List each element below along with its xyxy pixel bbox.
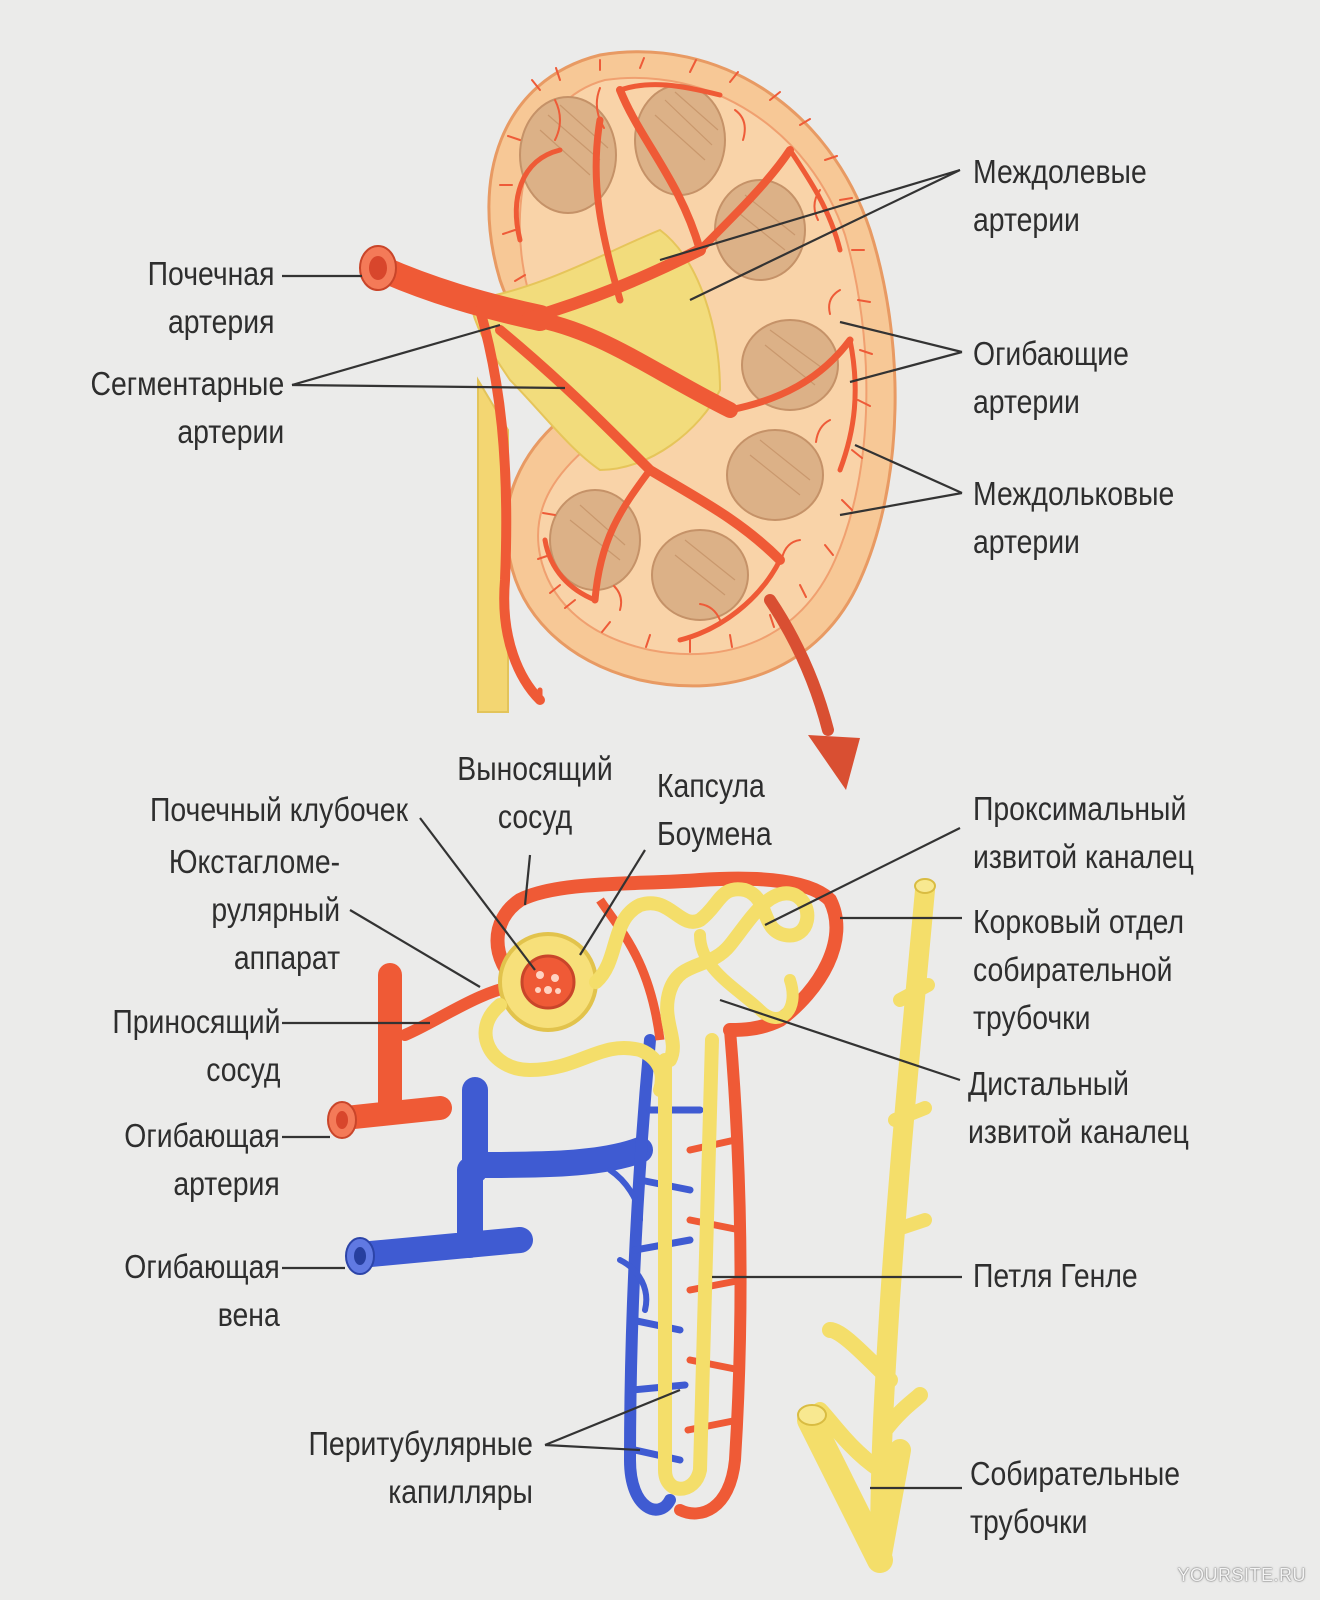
renal-arterial-tree bbox=[367, 82, 858, 705]
label-line: Междолевые bbox=[973, 153, 1147, 190]
label-line: Почечный клубочек bbox=[150, 791, 408, 828]
leader-distal bbox=[719, 998, 961, 1082]
leader-arcuate-arteries bbox=[839, 320, 963, 384]
label-distal-tubule: Дистальный извитой каналец bbox=[968, 1060, 1189, 1156]
leader-bowman bbox=[579, 849, 646, 956]
label-line: артерии bbox=[973, 201, 1080, 238]
zoom-arrow bbox=[764, 594, 860, 790]
leader-proximal bbox=[764, 827, 961, 926]
label-line: вена bbox=[217, 1296, 280, 1333]
label-line: Собирательные bbox=[970, 1455, 1181, 1492]
kidney-cross-section bbox=[359, 50, 897, 713]
label-renal-artery: Почечная артерия bbox=[147, 250, 274, 346]
leader-efferent bbox=[523, 854, 532, 906]
label-line: трубочки bbox=[973, 999, 1091, 1036]
peritubular-network bbox=[607, 1024, 747, 1520]
label-line: артерии bbox=[973, 523, 1080, 560]
label-line: собирательной bbox=[973, 951, 1173, 988]
label-bowman-capsule: Капсула Боумена bbox=[657, 762, 772, 858]
interlobular-arterioles bbox=[499, 57, 873, 653]
label-line: Юкстагломе- bbox=[168, 843, 340, 880]
label-line: Корковый отдел bbox=[973, 903, 1185, 940]
label-efferent-vessel: Выносящий сосуд bbox=[445, 745, 626, 841]
label-cortical-collecting-duct: Корковый отдел собирательной трубочки bbox=[973, 898, 1184, 1042]
label-peritubular-capillaries: Перитубулярные капилляры bbox=[309, 1420, 533, 1516]
label-line: Огибающая bbox=[124, 1248, 280, 1285]
label-line: аппарат bbox=[233, 939, 340, 976]
leader-segmental bbox=[291, 323, 566, 390]
distal-tubule-shape bbox=[478, 998, 669, 1097]
label-line: Проксимальный bbox=[973, 790, 1187, 827]
leader-glomerulus bbox=[419, 817, 536, 971]
label-line: рулярный bbox=[211, 891, 340, 928]
label-line: Перитубулярные bbox=[308, 1425, 533, 1462]
leader-lines bbox=[282, 168, 963, 1490]
label-line: Огибающая bbox=[124, 1117, 280, 1154]
label-collecting-ducts: Собирательные трубочки bbox=[970, 1450, 1180, 1546]
collecting-duct-opening bbox=[797, 1404, 827, 1426]
label-line: артерия bbox=[167, 303, 274, 340]
label-line: сосуд bbox=[205, 1051, 280, 1088]
label-line: извитой каналец bbox=[968, 1113, 1189, 1150]
label-line: Огибающие bbox=[973, 335, 1129, 372]
label-line: Сегментарные bbox=[90, 365, 284, 402]
leader-interlobular bbox=[839, 443, 963, 517]
label-line: Междольковые bbox=[973, 475, 1175, 512]
label-line: Выносящий bbox=[457, 750, 613, 787]
label-line: артерии bbox=[973, 383, 1080, 420]
label-line: трубочки bbox=[970, 1503, 1088, 1540]
label-line: Почечная bbox=[147, 255, 274, 292]
nephron-illustration bbox=[327, 871, 936, 1573]
label-arcuate-vein: Огибающая вена bbox=[125, 1243, 280, 1339]
watermark: YOURSITE.RU bbox=[1177, 1565, 1306, 1585]
leader-interlobar bbox=[659, 168, 961, 301]
label-segmental-arteries: Сегментарные артерии bbox=[90, 360, 284, 456]
proximal-tubule-shape bbox=[589, 882, 815, 1067]
label-glomerulus: Почечный клубочек bbox=[150, 786, 408, 834]
collecting-duct-shape bbox=[797, 880, 935, 1573]
label-loop-of-henle: Петля Генле bbox=[973, 1252, 1138, 1300]
renal-pelvis bbox=[468, 228, 722, 472]
label-juxtaglomerular-apparatus: Юкстагломе- рулярный аппарат bbox=[169, 838, 340, 982]
label-line: артерии bbox=[177, 413, 284, 450]
label-line: артерия bbox=[173, 1165, 280, 1202]
label-line: Боумена bbox=[657, 815, 772, 852]
label-interlobar-arteries: Междолевые артерии bbox=[973, 148, 1147, 244]
label-afferent-vessel: Приносящий сосуд bbox=[112, 998, 280, 1094]
arcuate-artery-vessel bbox=[333, 963, 452, 1130]
label-arcuate-arteries: Огибающие артерии bbox=[973, 330, 1129, 426]
label-line: Петля Генле bbox=[973, 1257, 1138, 1294]
leader-peritubular bbox=[544, 1388, 681, 1452]
label-line: сосуд bbox=[497, 798, 573, 835]
loop-of-henle-shape bbox=[658, 1033, 719, 1496]
leader-juxtaglomerular bbox=[349, 909, 481, 988]
label-line: извитой каналец bbox=[973, 838, 1194, 875]
label-line: капилляры bbox=[388, 1473, 533, 1510]
label-arcuate-artery: Огибающая артерия bbox=[125, 1112, 280, 1208]
label-line: Дистальный bbox=[968, 1065, 1130, 1102]
label-interlobular-arteries: Междольковые артерии bbox=[973, 470, 1174, 566]
label-proximal-tubule: Проксимальный извитой каналец bbox=[973, 785, 1194, 881]
arcuate-vein-vessel bbox=[347, 1077, 653, 1268]
label-line: Приносящий bbox=[111, 1003, 280, 1040]
label-line: Капсула bbox=[657, 767, 765, 804]
